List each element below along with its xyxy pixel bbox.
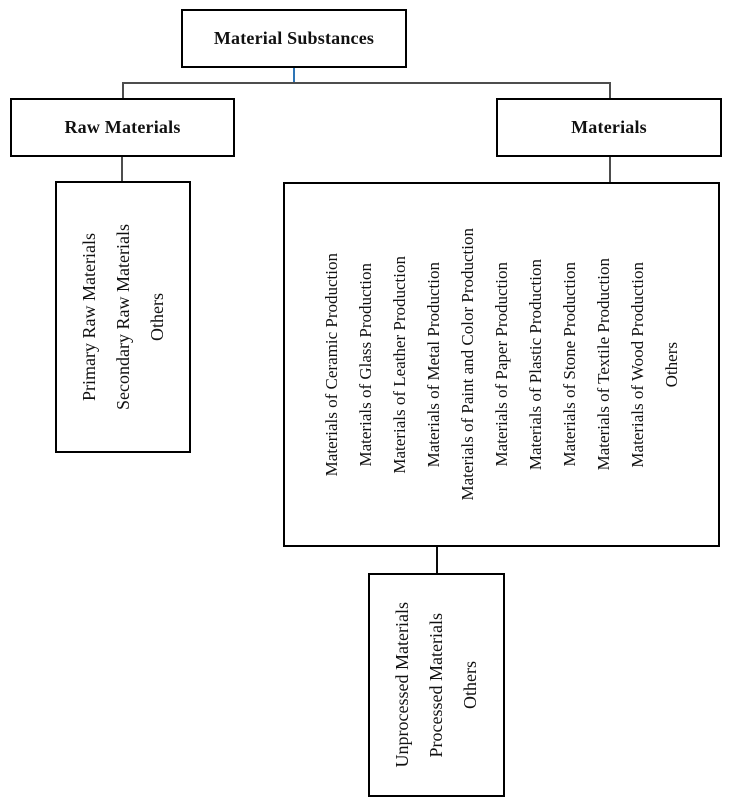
list-item: Others	[661, 341, 681, 388]
list-item: Materials of Stone Production	[559, 262, 579, 467]
materials-label: Materials	[571, 117, 647, 137]
list-item: Processed Materials	[426, 612, 446, 758]
list-item: Others	[146, 293, 167, 341]
materials-children-group: Materials of Ceramic Production Material…	[285, 184, 718, 545]
list-item: Unprocessed Materials	[392, 602, 412, 768]
list-item: Materials of Ceramic Production	[321, 252, 341, 477]
list-item: Materials of Wood Production	[627, 261, 647, 468]
raw-materials-label: Raw Materials	[64, 117, 181, 137]
connector-drop-left	[122, 82, 124, 98]
connector-raw-to-children	[121, 157, 123, 182]
connector-root-stub	[293, 68, 295, 83]
children-box-metal-production: Unprocessed Materials Processed Material…	[368, 573, 505, 797]
connector-drop-right	[609, 82, 611, 98]
branch-box-materials: Materials	[496, 98, 722, 157]
connector-branch-horizontal	[122, 82, 611, 84]
list-item: Secondary Raw Materials	[112, 224, 133, 410]
list-item: Primary Raw Materials	[78, 233, 99, 401]
list-item: Materials of Plastic Production	[525, 258, 545, 471]
metal-children-group: Unprocessed Materials Processed Material…	[370, 575, 503, 795]
list-item: Materials of Glass Production	[355, 262, 375, 467]
list-item: Materials of Paper Production	[491, 262, 511, 467]
list-item: Others	[460, 661, 480, 709]
children-box-raw-materials: Primary Raw Materials Secondary Raw Mate…	[55, 181, 191, 453]
root-box-material-substances: Material Substances	[181, 9, 407, 68]
branch-box-raw-materials: Raw Materials	[10, 98, 235, 157]
list-item: Materials of Leather Production	[389, 255, 409, 474]
list-item: Materials of Metal Production	[423, 261, 443, 468]
children-box-materials: Materials of Ceramic Production Material…	[283, 182, 720, 547]
raw-materials-children-group: Primary Raw Materials Secondary Raw Mate…	[57, 183, 189, 451]
connector-materials-to-children	[609, 157, 611, 183]
list-item: Materials of Textile Production	[593, 258, 613, 471]
root-box-label: Material Substances	[213, 28, 375, 48]
list-item: Materials of Paint and Color Production	[457, 228, 477, 501]
